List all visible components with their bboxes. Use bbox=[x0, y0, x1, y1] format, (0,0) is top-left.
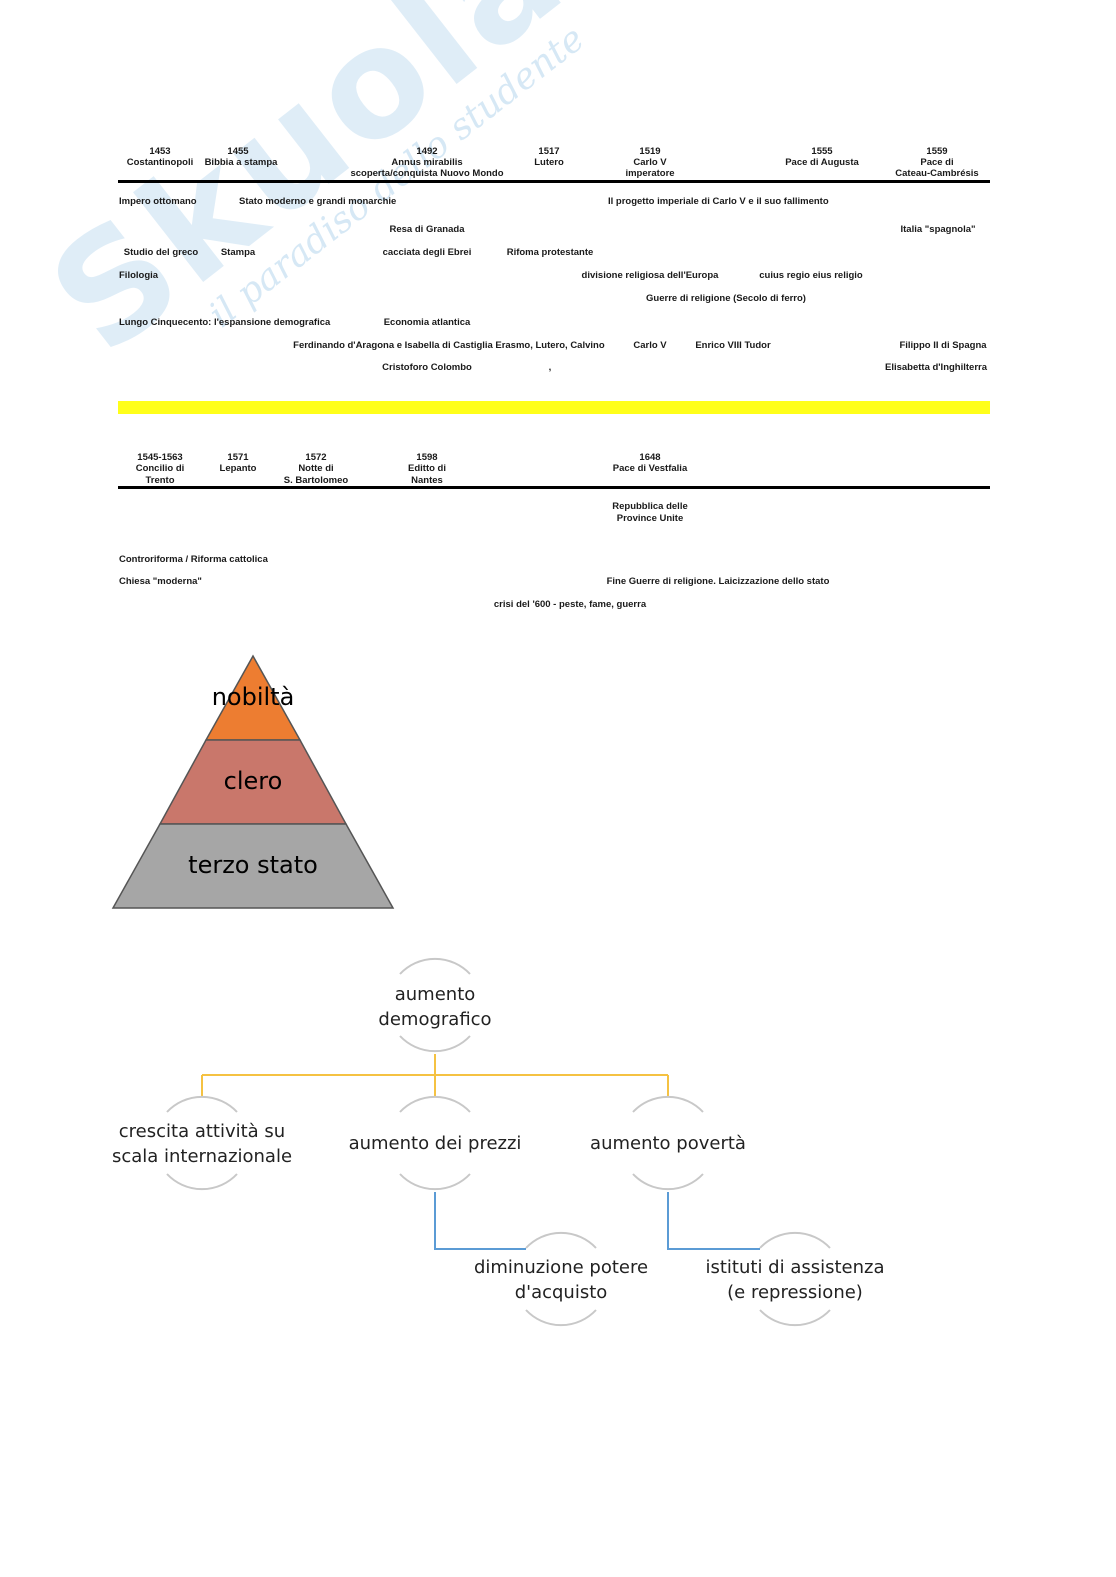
timeline-note: Chiesa "moderna" bbox=[119, 576, 202, 587]
timeline-note: Stato moderno e grandi monarchie bbox=[239, 196, 397, 207]
timeline-note: , bbox=[548, 362, 552, 373]
arc-gc1-bottom bbox=[525, 1309, 597, 1327]
node-root: aumento demografico bbox=[378, 982, 491, 1032]
event-label: Notte di bbox=[298, 463, 334, 474]
node-prezzi-line1: aumento dei prezzi bbox=[348, 1133, 522, 1154]
event-year: 1453 bbox=[149, 146, 171, 157]
connector-grandchild-2 bbox=[667, 1192, 760, 1250]
timeline-note: Lungo Cinquecento: l'espansione demograf… bbox=[119, 317, 331, 328]
timeline-note: Guerre di religione (Secolo di ferro) bbox=[646, 293, 806, 304]
arc-child1-bottom bbox=[166, 1173, 238, 1191]
event-label: Pace di Augusta bbox=[785, 157, 859, 168]
timeline-note: divisione religiosa dell'Europa bbox=[581, 270, 719, 281]
timeline-note: Rifoma protestante bbox=[506, 247, 594, 258]
timeline-note: Ferdinando d'Aragona e Isabella di Casti… bbox=[293, 340, 493, 351]
arc-child1-top bbox=[166, 1095, 238, 1113]
timeline-note: Stampa bbox=[220, 247, 256, 258]
event-year: 1572 bbox=[305, 452, 327, 463]
event-year: 1492 bbox=[416, 146, 438, 157]
timeline-note: Filippo II di Spagna bbox=[899, 340, 987, 351]
event-year: 1555 bbox=[811, 146, 833, 157]
event-year: 1545-1563 bbox=[137, 452, 183, 463]
node-potere-line2: d'acquisto bbox=[514, 1282, 608, 1303]
pyramid-label-terzo-stato: terzo stato bbox=[188, 851, 318, 879]
timeline-note: Fine Guerre di religione. Laicizzazione … bbox=[606, 576, 830, 587]
timeline-axis bbox=[118, 180, 990, 183]
event-label: Lepanto bbox=[219, 463, 257, 474]
node-crescita: crescita attività su scala internazional… bbox=[112, 1119, 292, 1169]
node-crescita-line1: crescita attività su bbox=[118, 1121, 286, 1142]
arc-root-top bbox=[399, 957, 471, 975]
event-year: 1519 bbox=[639, 146, 661, 157]
node-istituti-line2: (e repressione) bbox=[727, 1282, 863, 1303]
arc-root-bottom bbox=[399, 1035, 471, 1053]
pyramid-bottom bbox=[111, 823, 395, 909]
event-label: Costantinopoli bbox=[126, 157, 194, 168]
timeline-note: Repubblica delle bbox=[612, 501, 688, 512]
node-root-line1: aumento bbox=[394, 984, 476, 1005]
highlight-separator bbox=[118, 401, 990, 414]
timeline-axis bbox=[118, 486, 990, 489]
event-label: scoperta/conquista Nuovo Mondo bbox=[350, 168, 504, 179]
timeline-note: crisi del '600 - peste, fame, guerra bbox=[493, 599, 647, 610]
pyramid-label-nobilta: nobiltà bbox=[211, 683, 295, 711]
node-potere-line1: diminuzione potere bbox=[473, 1257, 649, 1278]
node-prezzi: aumento dei prezzi bbox=[349, 1131, 522, 1156]
event-label: S. Bartolomeo bbox=[283, 475, 349, 486]
event-year: 1517 bbox=[538, 146, 560, 157]
timeline-note: cacciata degli Ebrei bbox=[382, 247, 472, 258]
timeline-note: Studio del greco bbox=[123, 247, 199, 258]
node-poverta: aumento povertà bbox=[590, 1131, 746, 1156]
event-label: Nantes bbox=[411, 475, 443, 486]
event-year: 1571 bbox=[227, 452, 249, 463]
arc-child2-bottom bbox=[399, 1173, 471, 1191]
timeline-note: Province Unite bbox=[616, 513, 684, 524]
timeline-note: Il progetto imperiale di Carlo V e il su… bbox=[608, 196, 829, 207]
event-year: 1648 bbox=[639, 452, 661, 463]
timeline-note: Resa di Granada bbox=[389, 224, 465, 235]
node-potere-acquisto: diminuzione potere d'acquisto bbox=[474, 1255, 648, 1305]
event-label: Annus mirabilis bbox=[391, 157, 463, 168]
arc-child3-bottom bbox=[632, 1173, 704, 1191]
timeline-note: Economia atlantica bbox=[383, 317, 471, 328]
timeline-note: Impero ottomano bbox=[119, 196, 197, 207]
timeline-note: Erasmo, Lutero, Calvino bbox=[495, 340, 605, 351]
event-label: Lutero bbox=[534, 157, 564, 168]
event-year: 1455 bbox=[227, 146, 249, 157]
connector-grandchild-1 bbox=[434, 1192, 526, 1250]
timeline-note: Carlo V bbox=[633, 340, 667, 351]
node-istituti: istituti di assistenza (e repressione) bbox=[705, 1255, 884, 1305]
event-label: Carlo V bbox=[633, 157, 667, 168]
event-label: Concilio di bbox=[135, 463, 185, 474]
node-crescita-line2: scala internazionale bbox=[111, 1146, 293, 1167]
timeline-note: Cristoforo Colombo bbox=[382, 362, 472, 373]
event-label: Trento bbox=[145, 475, 175, 486]
event-label: Editto di bbox=[408, 463, 446, 474]
event-label: Pace di Vestfalia bbox=[612, 463, 688, 474]
event-year: 1559 bbox=[926, 146, 948, 157]
node-root-line2: demografico bbox=[378, 1009, 492, 1030]
arc-child3-top bbox=[632, 1095, 704, 1113]
timeline-note: Elisabetta d'Inghilterra bbox=[884, 362, 988, 373]
arc-gc2-bottom bbox=[759, 1309, 831, 1327]
timeline-note: Controriforma / Riforma cattolica bbox=[119, 554, 268, 565]
event-label: Bibbia a stampa bbox=[204, 157, 278, 168]
arc-gc1-top bbox=[525, 1231, 597, 1249]
timeline-note: cuius regio eius religio bbox=[759, 270, 863, 281]
event-label: Cateau-Cambrésis bbox=[895, 168, 979, 179]
timeline-note: Filologia bbox=[119, 270, 159, 281]
event-year: 1598 bbox=[416, 452, 438, 463]
event-label: Pace di bbox=[920, 157, 954, 168]
event-label: imperatore bbox=[625, 168, 675, 179]
node-istituti-line1: istituti di assistenza bbox=[705, 1257, 885, 1278]
arc-child2-top bbox=[399, 1095, 471, 1113]
timeline-note: Enrico VIII Tudor bbox=[695, 340, 771, 351]
timeline-note: Italia "spagnola" bbox=[900, 224, 976, 235]
pyramid-label-clero: clero bbox=[223, 767, 283, 795]
arc-gc2-top bbox=[759, 1231, 831, 1249]
node-poverta-line1: aumento povertà bbox=[590, 1133, 746, 1154]
